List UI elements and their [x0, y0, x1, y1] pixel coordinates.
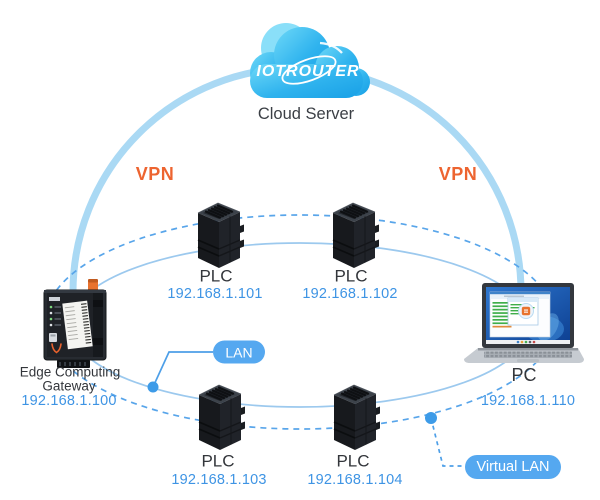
pc-app-window [489, 291, 551, 338]
virtual-lan-pill: Virtual LAN [465, 455, 561, 479]
gateway-sd-slot [49, 333, 57, 342]
plc-device-4 [332, 383, 382, 452]
gateway-barcode [80, 303, 92, 344]
lan-connector-line [152, 351, 213, 388]
virtual-lan-pill-label: Virtual LAN [476, 459, 550, 475]
cloud-server-label: Cloud Server [257, 104, 355, 123]
gateway-spec-label [62, 300, 93, 350]
gateway-led-indicators [49, 305, 61, 327]
plc4-name: PLC [336, 451, 370, 471]
lan-pill-label: LAN [225, 344, 253, 360]
virtual-lan-node-dot [425, 412, 437, 424]
virtual-lan-ring [44, 214, 556, 430]
plc1-name: PLC [199, 266, 233, 286]
lan-ring [69, 242, 531, 408]
vpn-label-left: VPN [135, 164, 175, 185]
iotrouter-logo-text: IOTROUTER [256, 63, 360, 81]
pc-ip: 192.168.1.110 [480, 393, 576, 410]
pc-name: PC [511, 365, 537, 386]
logo-swoosh [281, 55, 337, 85]
gateway-name-line2: Gateway [42, 378, 96, 394]
pc-taskbar [486, 340, 570, 344]
virtual-lan-connector-line [430, 417, 467, 467]
plc1-ip: 192.168.1.101 [167, 286, 263, 303]
plc4-ip: 192.168.1.104 [307, 472, 403, 489]
plc2-name: PLC [334, 266, 368, 286]
plc2-ip: 192.168.1.102 [302, 286, 398, 303]
plc3-ip: 192.168.1.103 [171, 472, 267, 489]
lan-pill: LAN [213, 340, 265, 364]
pc-device [464, 283, 584, 363]
plc-device-3 [197, 383, 247, 452]
lan-node-dot [147, 381, 159, 393]
gateway-name-line1: Edge Computing [19, 364, 121, 380]
gateway-device [43, 279, 107, 368]
pc-touchpad [517, 359, 539, 363]
plc-device-1 [196, 201, 246, 270]
pc-keyboard [484, 351, 572, 358]
cloud-graphic [250, 23, 370, 98]
gateway-brand-mark [51, 343, 62, 354]
vpn-label-right: VPN [438, 164, 478, 185]
gateway-ip: 192.168.1.100 [21, 393, 117, 410]
plc-device-2 [331, 201, 381, 270]
plc3-name: PLC [201, 451, 235, 471]
